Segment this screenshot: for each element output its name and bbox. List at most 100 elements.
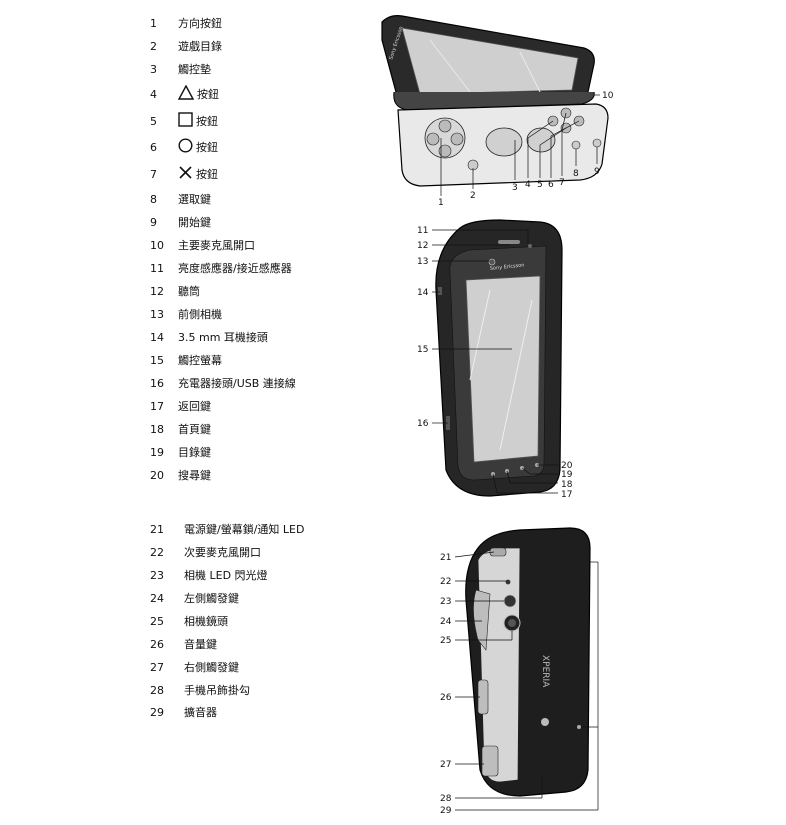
legend-row: 6 按鈕 [150,138,218,156]
legend-number: 20 [150,468,164,482]
callout-11: 11 [417,226,428,236]
callout-5: 5 [537,180,543,190]
callout-1: 1 [438,198,444,208]
callout-21: 21 [440,553,451,563]
callout-25: 25 [440,636,451,646]
legend-number: 15 [150,353,164,367]
legend-label: 次要麥克風開口 [184,546,261,559]
legend-row: 19 目錄鍵 [150,444,211,460]
legend-number: 13 [150,307,164,321]
legend-number: 28 [150,683,164,697]
legend-label: 按鈕 [196,141,218,154]
slide-open-phone-illustration: Sony Ericsson [381,15,614,208]
legend-label: 左側觸發鍵 [184,592,239,605]
callout-24: 24 [440,617,452,627]
legend-label: 電源鍵/螢幕鎖/通知 LED [184,523,305,536]
legend-row: 12 聽筒 [150,283,200,299]
callout-26: 26 [440,693,452,703]
legend-row: 26 音量鍵 [150,636,217,652]
legend-row: 24 左側觸發鍵 [150,590,239,606]
legend-number: 21 [150,522,164,536]
legend-row: 28 手機吊飾掛勾 [150,682,250,698]
callout-3: 3 [512,183,518,193]
front-view-phone-illustration: Sony Ericsson 11 12 13 14 15 16 [417,219,573,500]
legend-label: 按鈕 [197,88,219,101]
legend-label: 亮度感應器/接近感應器 [178,262,292,275]
legend-label: 按鈕 [196,115,218,128]
legend-label: 3.5 mm 耳機接頭 [178,331,268,344]
legend-row: 29 擴音器 [150,704,217,720]
callout-23: 23 [440,597,451,607]
callouts-top: 1 2 3 4 5 6 7 8 9 10 [438,91,614,208]
legend-row: 14 3.5 mm 耳機接頭 [150,329,268,345]
callout-7: 7 [559,178,565,188]
legend-number: 14 [150,330,164,344]
triangle-icon [177,84,195,103]
legend-label: 擴音器 [184,706,217,719]
legend-label: 聽筒 [178,285,200,298]
legend-number: 6 [150,140,157,154]
legend-number: 5 [150,114,157,128]
callout-27: 27 [440,760,451,770]
legend-number: 11 [150,261,164,275]
legend-number: 17 [150,399,164,413]
legend-label: 方向按鈕 [178,17,222,30]
callout-15: 15 [417,345,428,355]
legend-row: 21 電源鍵/螢幕鎖/通知 LED [150,521,304,537]
legend-label: 開始鍵 [178,216,211,229]
legend-label: 目錄鍵 [178,446,211,459]
legend-row: 4 按鈕 [150,84,219,103]
callout-8: 8 [573,169,579,179]
callout-2: 2 [470,191,476,201]
legend-row: 11 亮度感應器/接近感應器 [150,260,292,276]
legend-label: 主要麥克風開口 [178,239,255,252]
legend-label: 右側觸發鍵 [184,661,239,674]
callout-22: 22 [440,577,451,587]
legend-row: 17 返回鍵 [150,398,211,414]
legend-label: 遊戲目錄 [178,40,222,53]
legend-number: 4 [150,87,157,101]
legend-row: 8 選取鍵 [150,191,211,207]
legend-label: 搜尋鍵 [178,469,211,482]
legend-number: 23 [150,568,164,582]
legend-number: 12 [150,284,164,298]
legend-row: 5 按鈕 [150,112,218,130]
legend-label: 返回鍵 [178,400,211,413]
callout-13: 13 [417,257,428,267]
rear-view-phone-illustration: XPERIA 21 22 23 24 25 26 27 28 29 [440,527,599,816]
legend-label: 按鈕 [196,168,218,181]
legend-number: 24 [150,591,164,605]
legend-label: 選取鍵 [178,193,211,206]
legend-number: 10 [150,238,164,252]
callout-16: 16 [417,419,429,429]
legend-label: 觸控螢幕 [178,354,222,367]
legend-row: 10 主要麥克風開口 [150,237,255,253]
callout-20: 20 [561,461,573,471]
legend-number: 25 [150,614,164,628]
legend-label: 充電器接頭/USB 連接線 [178,377,296,390]
legend-label: 手機吊飾掛勾 [184,684,250,697]
legend-row: 15 觸控螢幕 [150,352,222,368]
callouts-bottom: 21 22 23 24 25 26 27 28 29 [440,553,452,816]
legend-number: 22 [150,545,164,559]
legend-number: 9 [150,215,157,229]
square-icon [178,112,193,130]
callouts-mid: 11 12 13 14 15 16 17 18 19 20 [417,226,573,500]
legend-number: 26 [150,637,164,651]
legend-number: 29 [150,705,164,719]
legend-number: 19 [150,445,164,459]
legend-number: 8 [150,192,157,206]
legend-label: 音量鍵 [184,638,217,651]
circle-icon [178,138,193,156]
legend-row: 20 搜尋鍵 [150,467,211,483]
legend-label: 觸控墊 [178,63,211,76]
